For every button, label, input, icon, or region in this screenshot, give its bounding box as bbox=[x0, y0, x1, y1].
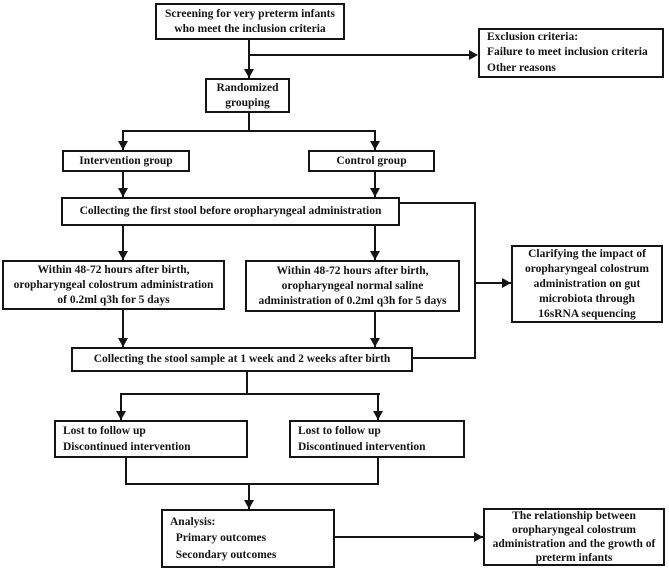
connector-line bbox=[374, 226, 376, 260]
connector-line bbox=[122, 130, 376, 132]
node-saline-administration: Within 48-72 hours after birth, orophary… bbox=[245, 260, 460, 312]
arrowhead-down bbox=[118, 338, 128, 347]
connector-line bbox=[374, 312, 376, 347]
arrowhead-down bbox=[118, 141, 128, 150]
connector-line bbox=[374, 130, 376, 150]
arrowhead-down bbox=[370, 251, 380, 260]
connector-line bbox=[122, 172, 124, 197]
node-first-stool-collection: Collecting the first stool before oropha… bbox=[61, 197, 400, 226]
arrowhead-down bbox=[370, 338, 380, 347]
connector-line bbox=[413, 357, 476, 359]
node-screening: Screening for very preterm infants who m… bbox=[155, 3, 345, 40]
arrowhead-right bbox=[502, 278, 511, 288]
node-colostrum-administration: Within 48-72 hours after birth, orophary… bbox=[2, 260, 225, 310]
connector-line bbox=[246, 372, 248, 394]
connector-line bbox=[377, 458, 379, 484]
arrowhead-down bbox=[118, 188, 128, 197]
connector-line bbox=[122, 310, 124, 347]
connector-line bbox=[125, 483, 379, 485]
connector-line bbox=[120, 393, 380, 395]
arrowhead-right bbox=[469, 50, 478, 60]
node-clarifying-microbiota: Clarifying the impact of oropharyngeal c… bbox=[511, 245, 663, 323]
node-analysis-outcomes: Analysis: Primary outcomes Secondary out… bbox=[161, 509, 335, 568]
connector-line bbox=[377, 393, 379, 420]
arrowhead-down bbox=[373, 411, 383, 420]
connector-line bbox=[400, 202, 476, 204]
connector-line bbox=[248, 40, 250, 78]
arrowhead-down bbox=[244, 69, 254, 78]
arrowhead-down bbox=[370, 141, 380, 150]
node-stool-sample-collection: Collecting the stool sample at 1 week an… bbox=[71, 347, 413, 372]
node-randomized-grouping: Randomized grouping bbox=[205, 78, 290, 113]
node-exclusion-criteria: Exclusion criteria: Failure to meet incl… bbox=[478, 28, 664, 78]
arrowhead-down bbox=[116, 411, 126, 420]
connector-line bbox=[249, 54, 471, 56]
connector-line bbox=[335, 536, 483, 538]
connector-line bbox=[125, 458, 127, 484]
arrowhead-right bbox=[474, 532, 483, 542]
node-lost-to-follow-up-control: Lost to follow up Discontinued intervent… bbox=[289, 420, 465, 458]
connector-line bbox=[248, 113, 250, 131]
node-control-group: Control group bbox=[308, 150, 435, 172]
connector-line bbox=[120, 393, 122, 420]
connector-line bbox=[122, 226, 124, 260]
connector-line bbox=[248, 483, 250, 509]
connector-line bbox=[474, 202, 476, 359]
node-intervention-group: Intervention group bbox=[62, 150, 190, 172]
node-lost-to-follow-up-intervention: Lost to follow up Discontinued intervent… bbox=[54, 420, 248, 458]
connector-line bbox=[475, 282, 511, 284]
arrowhead-down bbox=[244, 500, 254, 509]
arrowhead-down bbox=[118, 251, 128, 260]
arrowhead-down bbox=[370, 188, 380, 197]
node-relationship-growth: The relationship between oropharyngeal c… bbox=[483, 508, 665, 566]
connector-line bbox=[122, 130, 124, 150]
connector-line bbox=[374, 172, 376, 197]
